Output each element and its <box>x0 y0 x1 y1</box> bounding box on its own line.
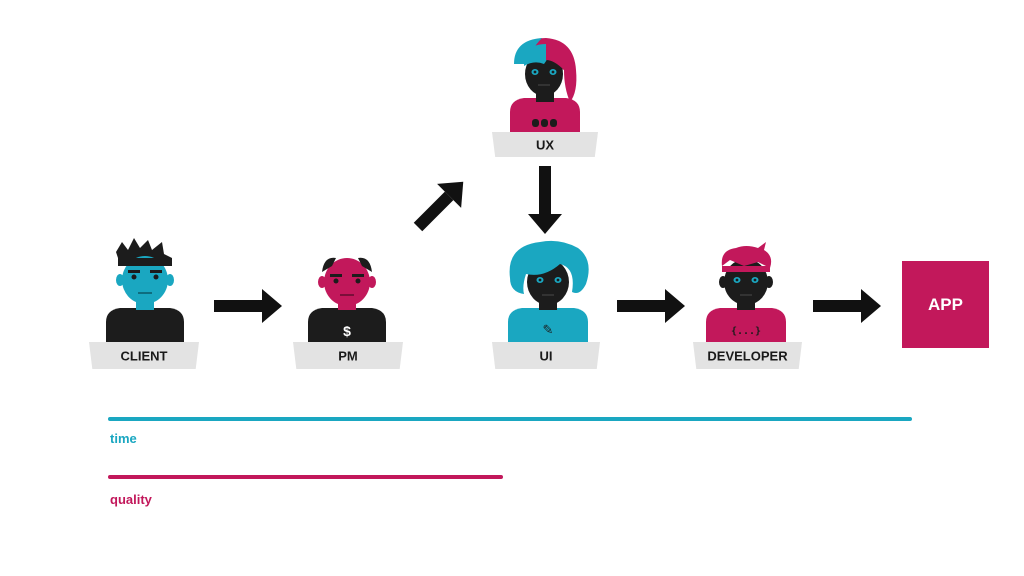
ux-figure <box>510 38 580 134</box>
client-label: CLIENT <box>120 348 168 363</box>
arrow-ui-to-developer <box>617 289 685 323</box>
time-bar <box>108 417 912 421</box>
developer-label: DEVELOPER <box>707 348 788 363</box>
quality-bar <box>108 475 503 479</box>
pm-figure: $ <box>308 257 386 342</box>
ui-desk: UI <box>492 342 600 369</box>
developer-braces-icon: {...} <box>731 326 761 337</box>
time-label: time <box>110 431 137 446</box>
developer-desk: DEVELOPER <box>693 342 802 369</box>
arrow-client-to-pm <box>214 289 282 323</box>
pm-desk: PM <box>293 342 403 369</box>
pm-label: PM <box>338 348 358 363</box>
developer-figure: {...} <box>706 242 786 342</box>
client-desk: CLIENT <box>89 342 199 369</box>
client-figure <box>106 238 184 342</box>
pm-dollar-icon: $ <box>343 323 351 339</box>
arrow-developer-to-app <box>813 289 881 323</box>
app-label: APP <box>928 294 963 314</box>
ux-desk: UX <box>492 132 598 157</box>
ui-label: UI <box>539 348 553 363</box>
ux-label: UX <box>535 137 555 152</box>
ui-figure: ✎ <box>508 240 589 342</box>
arrow-ux-to-ui <box>528 166 562 234</box>
ui-pen-icon: ✎ <box>543 323 554 338</box>
quality-label: quality <box>110 492 152 507</box>
app-box: APP <box>902 261 989 348</box>
arrow-pm-to-ux <box>413 181 464 232</box>
